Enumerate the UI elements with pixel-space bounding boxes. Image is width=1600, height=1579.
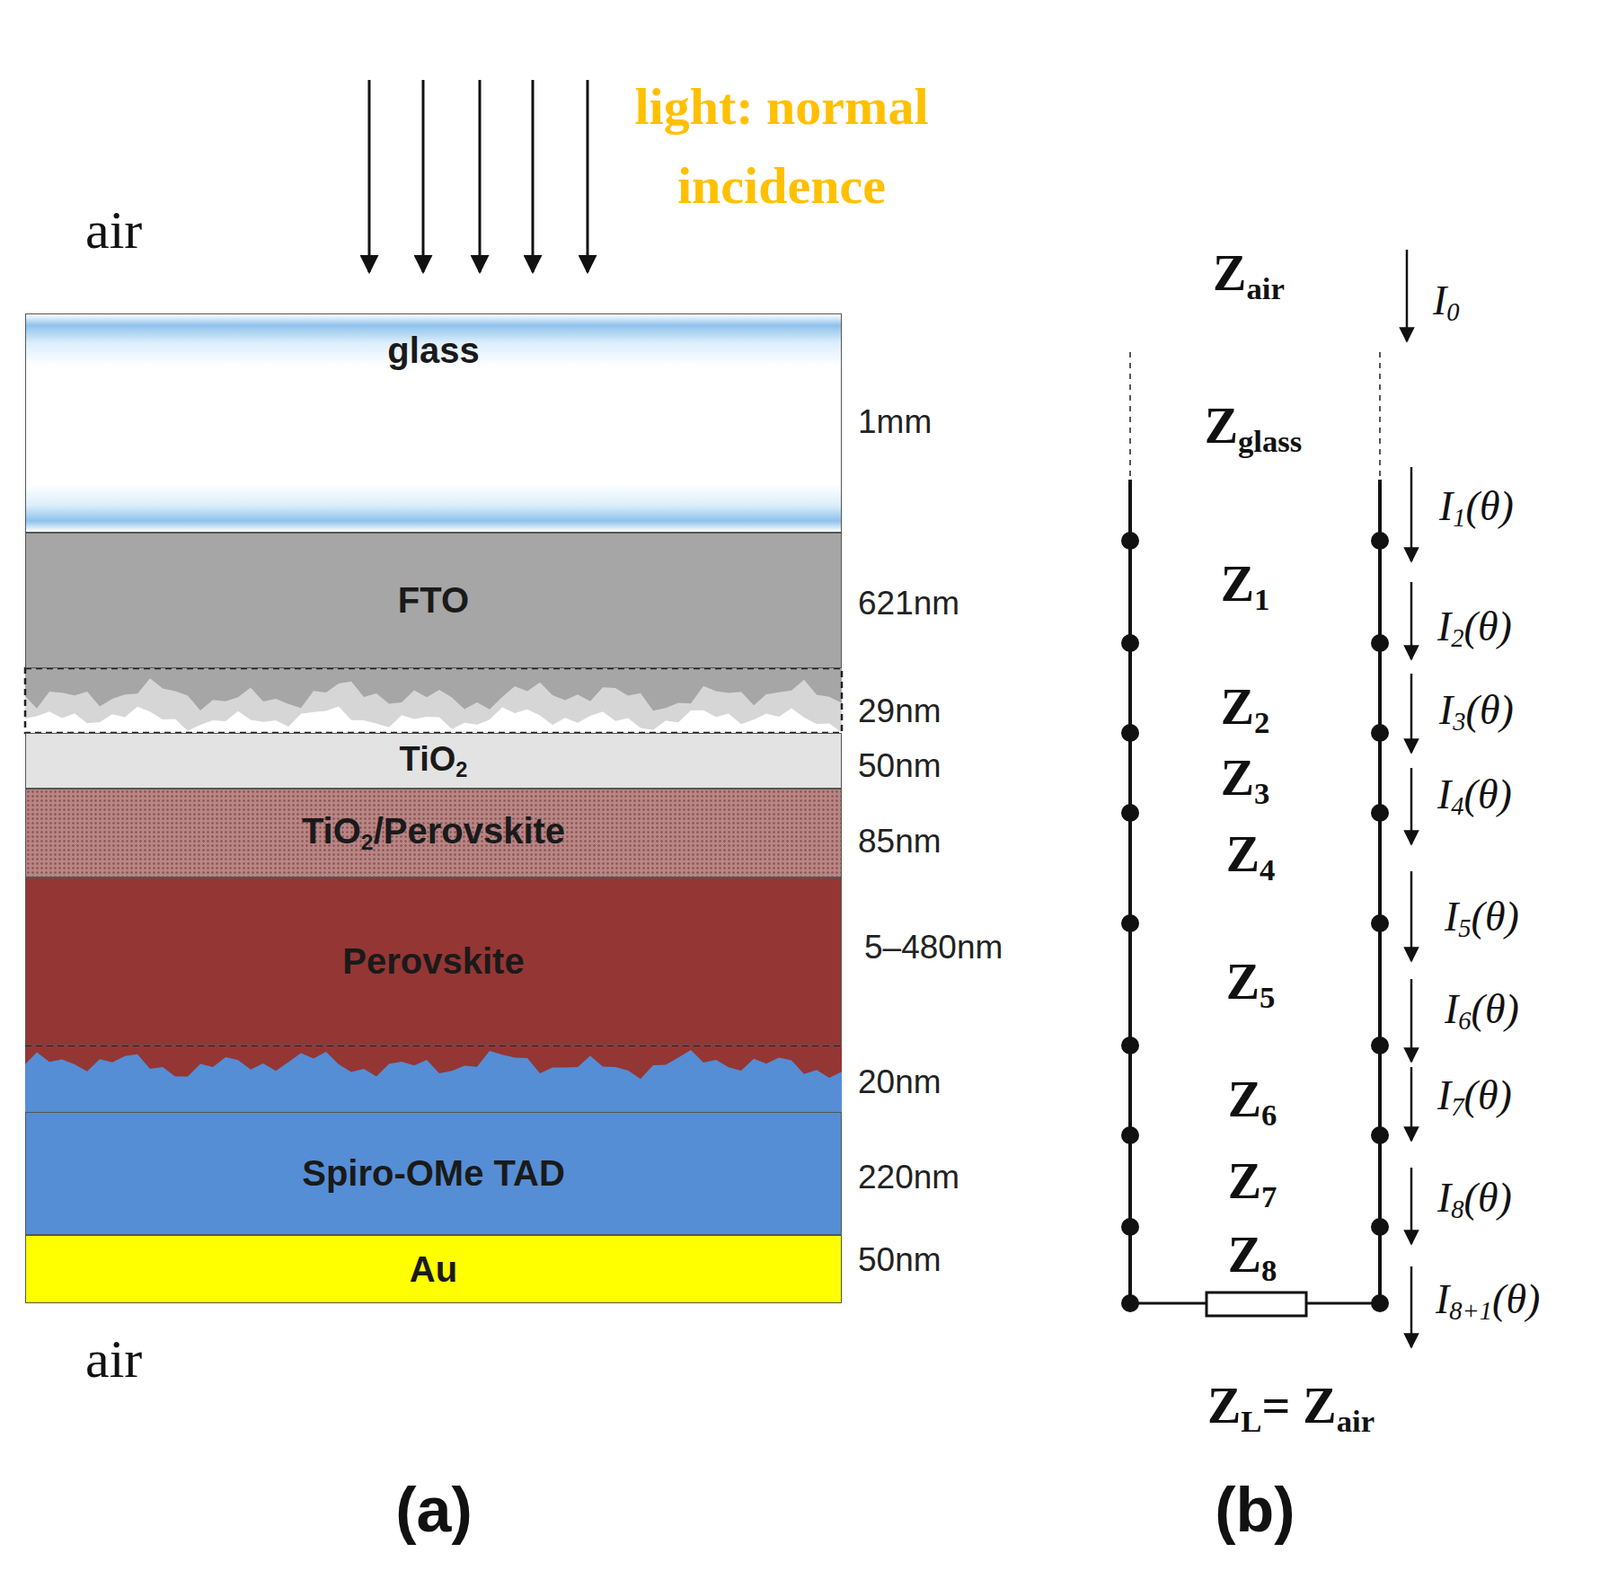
- light-label: light: normal incidence: [633, 67, 930, 226]
- current-label: I0: [1432, 276, 1460, 328]
- junction-dot: [1370, 1218, 1389, 1237]
- layer-name: TiO2/Perovskite: [301, 811, 566, 856]
- layer-name: Au: [409, 1249, 458, 1291]
- current-arrow: [1410, 1167, 1414, 1245]
- load-impedance-label: ZL= Zair: [1207, 1377, 1375, 1441]
- impedance-label: Z1: [1220, 555, 1271, 619]
- junction-dot: [1370, 531, 1389, 550]
- current-label: I3(θ): [1439, 686, 1514, 738]
- thickness: 50nm: [857, 1241, 942, 1280]
- thickness: 20nm: [857, 1063, 942, 1102]
- junction-dot: [1121, 914, 1140, 933]
- current-arrow: [1410, 582, 1414, 660]
- current-label: I2(θ): [1437, 602, 1512, 655]
- junction-dot: [1370, 804, 1389, 823]
- fto-rough-ground: [25, 668, 842, 734]
- transmission-line: [1130, 352, 1380, 1317]
- current-arrow: [1410, 1067, 1414, 1141]
- current-arrows: [1406, 249, 1412, 1348]
- current-label: I6(θ): [1444, 985, 1520, 1037]
- current-arrow: [1410, 673, 1414, 753]
- junction-dot: [1121, 1218, 1140, 1237]
- junction-dot: [1370, 1294, 1389, 1313]
- junction-dot: [1370, 1036, 1389, 1055]
- impedance-label: Z6: [1228, 1070, 1278, 1134]
- impedance-label: Z8: [1228, 1226, 1278, 1290]
- impedance-label: Z7: [1228, 1152, 1278, 1216]
- perovskite-rough: [25, 1045, 842, 1079]
- load-resistor: [1206, 1292, 1307, 1317]
- fto-rough-outline: [25, 668, 842, 734]
- current-arrow: [1410, 1266, 1414, 1348]
- current-label: I1(θ): [1439, 482, 1514, 534]
- layer-name: glass: [387, 330, 479, 372]
- current-label: I8(θ): [1437, 1174, 1512, 1226]
- current-label: I4(θ): [1437, 770, 1512, 823]
- layer-name: TiO2: [399, 740, 469, 783]
- thickness: 1mm: [857, 403, 932, 442]
- junction-dot: [1121, 634, 1140, 653]
- junction-dot: [1370, 724, 1389, 743]
- junction-dot: [1121, 1036, 1140, 1055]
- thickness: 220nm: [857, 1158, 960, 1197]
- spiro-rough-ground: [25, 1045, 842, 1113]
- junction-dot: [1370, 914, 1389, 933]
- fto-rough-peaks: [25, 668, 842, 734]
- gold-layer: Au: [25, 1235, 842, 1304]
- impedance-label: Zglass: [1204, 397, 1303, 460]
- current-label: I7(θ): [1437, 1071, 1512, 1123]
- fto-layer: FTO: [25, 532, 842, 669]
- glass-layer: glass: [25, 313, 842, 533]
- thickness: 621nm: [857, 584, 960, 623]
- spiro-layer: Spiro-OMe TAD: [25, 1112, 842, 1236]
- panel-label: (a): [395, 1474, 473, 1547]
- thickness: 85nm: [857, 822, 942, 861]
- junction-dot: [1121, 1294, 1140, 1313]
- light-arrows: [369, 79, 588, 273]
- medium-label: air: [85, 1328, 142, 1391]
- fto-rough-top: [25, 668, 842, 711]
- layer-name: Spiro-OMe TAD: [301, 1153, 566, 1194]
- mixed-layer: TiO2/Perovskite: [25, 788, 842, 878]
- junction-dot: [1370, 634, 1389, 653]
- medium-label: air: [85, 199, 142, 262]
- layer-name: Perovskite: [342, 941, 524, 982]
- junction-dot: [1121, 804, 1140, 823]
- current-arrow: [1405, 249, 1409, 342]
- impedance-label: Z2: [1220, 678, 1271, 742]
- junction-dot: [1121, 1126, 1140, 1145]
- impedance-label: Z5: [1226, 953, 1276, 1017]
- junction-dot: [1370, 1126, 1389, 1145]
- current-arrow: [1410, 871, 1414, 962]
- thickness: 29nm: [857, 692, 942, 731]
- junction-dot: [1121, 531, 1140, 550]
- panel-label: (b): [1214, 1474, 1295, 1547]
- current-arrow: [1410, 768, 1414, 845]
- perovskite-layer: Perovskite: [25, 877, 842, 1046]
- impedance-label: Z4: [1226, 825, 1276, 889]
- thickness: 50nm: [857, 747, 942, 786]
- junction-dot: [1121, 724, 1140, 743]
- impedance-label: Z3: [1220, 749, 1271, 813]
- current-label: I5(θ): [1444, 892, 1520, 945]
- layer-name: FTO: [397, 580, 469, 621]
- current-arrow: [1410, 979, 1414, 1062]
- current-arrow: [1410, 467, 1414, 562]
- junction-dots: [1121, 531, 1389, 1313]
- tio2-layer: TiO2: [25, 733, 842, 789]
- thickness: 5–480nm: [864, 928, 1003, 967]
- current-label: I8+1(θ): [1435, 1275, 1540, 1327]
- impedance-label: Zair: [1212, 244, 1285, 308]
